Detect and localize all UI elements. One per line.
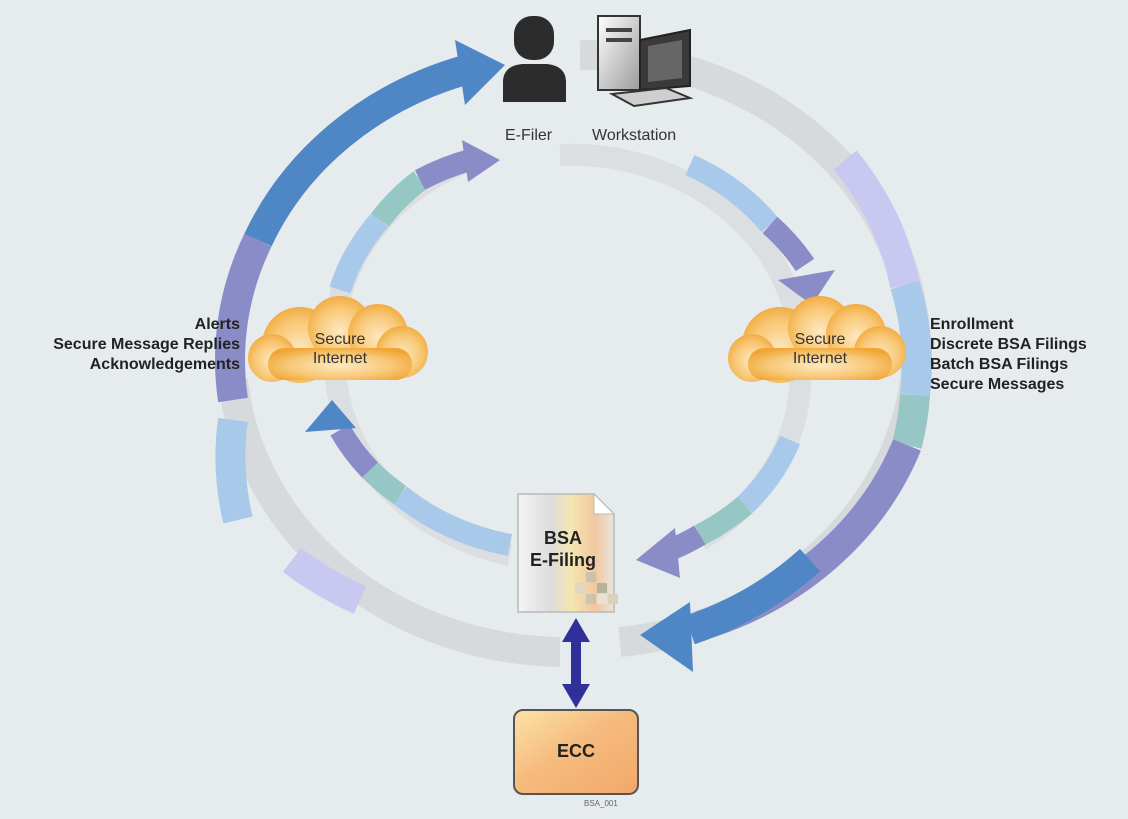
- figure-id: BSA_001: [584, 799, 618, 808]
- inbound-message-list: Alerts Secure Message Replies Acknowledg…: [4, 315, 240, 375]
- inner-left-upper-segment: [329, 212, 389, 294]
- outer-ring-segment: [833, 150, 920, 289]
- inner-right-upper-segment: [685, 154, 779, 233]
- inner-left-upper-arrow-head: [462, 140, 500, 182]
- cloud-label-left: Secure Internet: [300, 330, 380, 368]
- list-item: Enrollment: [930, 316, 1014, 333]
- cloud-label-line: Internet: [312, 350, 368, 367]
- document-label: BSA E-Filing: [518, 527, 608, 571]
- cloud-label-line: Secure: [314, 331, 366, 348]
- ecc-box: [513, 709, 639, 795]
- outer-left-segment: [215, 233, 272, 403]
- ecc-label: ECC: [556, 741, 595, 761]
- person-icon: [503, 16, 566, 102]
- document-label-line: BSA: [543, 528, 582, 548]
- inner-left-lower-segment: [362, 462, 407, 505]
- cloud-icon: [728, 296, 906, 383]
- outer-right-arrow-head: [640, 602, 693, 672]
- cloud-label-right: Secure Internet: [780, 330, 860, 368]
- cloud-label-line: Internet: [792, 350, 848, 367]
- efiler-label: E-Filer: [505, 127, 553, 144]
- inner-left-lower-arrow-body: [330, 424, 379, 478]
- outer-left-arrow-body: [244, 55, 470, 247]
- outer-ring-segment: [890, 280, 932, 397]
- inner-left-upper-segment: [371, 171, 427, 227]
- inner-left-upper-arrow-body: [414, 149, 474, 190]
- inner-right-upper-arrow-body: [762, 216, 815, 272]
- inner-left-lower-arrow-head: [305, 400, 356, 432]
- list-item: Secure Messages: [930, 376, 1065, 393]
- cloud-icon: [248, 296, 428, 383]
- list-item: Batch BSA Filings: [930, 356, 1069, 373]
- list-item: Secure Message Replies: [53, 336, 240, 353]
- workstation-label: Workstation: [592, 127, 677, 144]
- inner-right-lower-arrow-head: [636, 528, 680, 578]
- cloud-label-line: Secure: [794, 331, 846, 348]
- list-item: Discrete BSA Filings: [930, 336, 1087, 353]
- inner-right-upper-arrow-head: [778, 270, 835, 305]
- document-icon: [517, 492, 618, 613]
- inner-left-lower-segment: [393, 486, 513, 556]
- outer-left-arrow-head: [455, 40, 505, 105]
- document-label-line: E-Filing: [530, 550, 596, 570]
- outer-right-arrow-body-blue: [685, 548, 821, 645]
- outer-ring-segment: [282, 547, 367, 614]
- outbound-message-list: Enrollment Discrete BSA Filings Batch BS…: [930, 315, 1126, 395]
- inner-right-lower-segment: [737, 435, 801, 513]
- list-item: Acknowledgements: [89, 356, 240, 373]
- list-item: Alerts: [194, 316, 240, 333]
- outer-ring-segment: [892, 393, 930, 449]
- outer-left-segment: [215, 417, 253, 524]
- workstation-icon: [597, 15, 694, 108]
- inner-right-lower-segment: [694, 496, 753, 545]
- bidirectional-arrow: [562, 618, 590, 708]
